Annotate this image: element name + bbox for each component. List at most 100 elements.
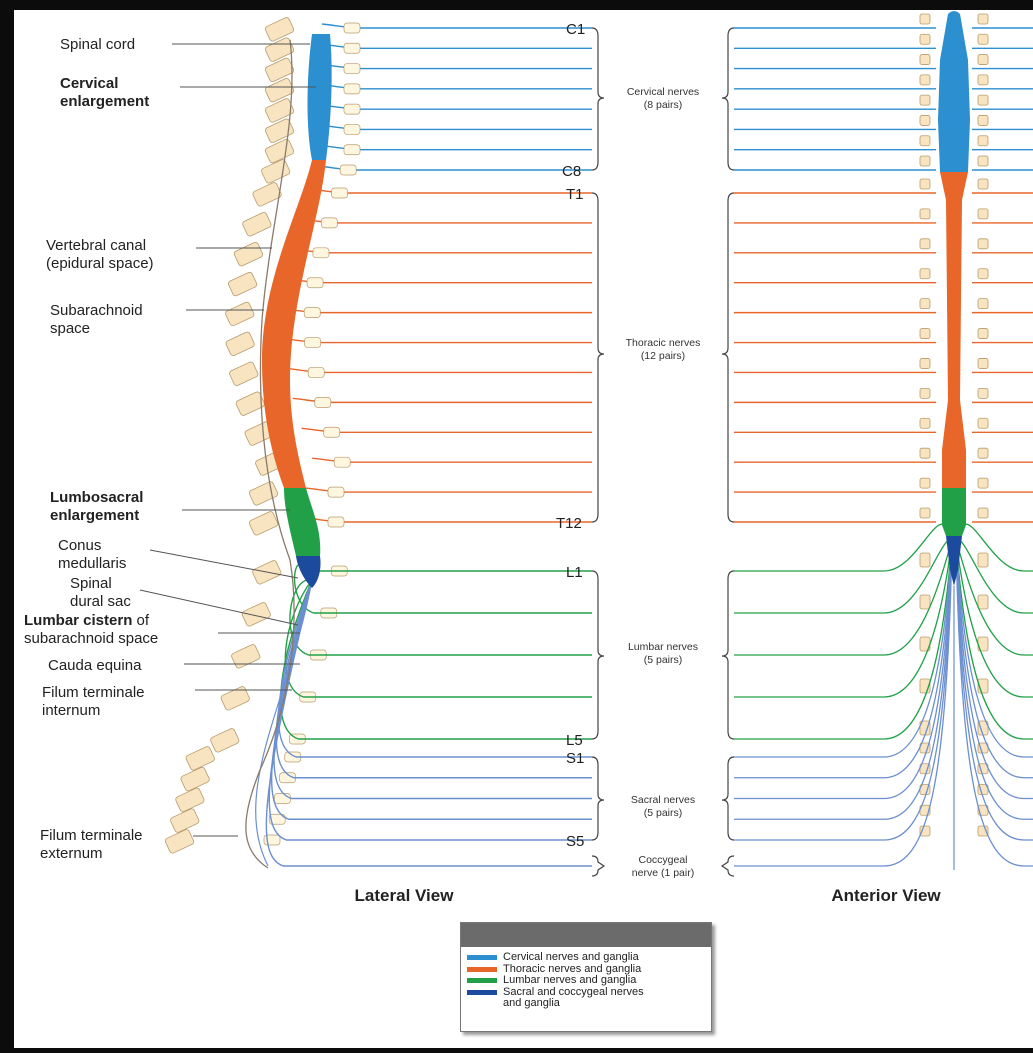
nerve-lateral-thoracic [310, 189, 592, 193]
vertebra-anterior-right [978, 418, 988, 428]
vertebra-lateral [264, 118, 294, 143]
vertebra-anterior-left [920, 209, 930, 219]
label-vertebral-canal-2: (epidural space) [46, 255, 154, 272]
nerve-lateral-thoracic [302, 428, 592, 432]
label-lumbosacral-1: Lumbosacral [50, 489, 143, 506]
vertebra-lateral [227, 271, 257, 296]
vertebra-lateral [229, 361, 259, 386]
ganglion-lateral [307, 278, 323, 288]
nerve-lateral-thoracic [283, 339, 592, 343]
vertebra-lateral [264, 17, 294, 42]
vertebra-lateral [225, 331, 255, 356]
vertebra-anterior-left [920, 75, 930, 85]
vertebra-lateral [248, 511, 278, 536]
label-spinal-cord: Spinal cord [60, 36, 135, 53]
label-filum-externum-1: Filum terminale [40, 827, 143, 844]
cauda-root-anterior-right [956, 524, 1033, 571]
level-t12: T12 [556, 515, 582, 532]
cauda-root-lateral [272, 580, 592, 819]
vertebra-lateral [231, 644, 261, 669]
bracket-coccygeal-right [592, 856, 604, 876]
ganglion-lateral [305, 338, 321, 348]
label-lumbar-cistern-1: Lumbar cistern of [24, 612, 150, 629]
nerve-lateral-cervical [322, 24, 592, 28]
group-cervical-2: (8 pairs) [644, 99, 683, 111]
vertebra-anterior-left [920, 55, 930, 65]
bracket-lumbar-right [592, 571, 604, 739]
ganglion-lateral [344, 124, 360, 134]
ganglion-lateral [315, 397, 331, 407]
label-conus-2: medullaris [58, 555, 126, 572]
ganglion-lateral [344, 84, 360, 94]
cauda-root-anterior-left [734, 540, 952, 613]
ganglion-lateral [324, 427, 340, 437]
vertebra-lateral [248, 481, 278, 506]
level-t1: T1 [566, 186, 584, 203]
nerve-lateral-cervical [318, 166, 592, 170]
cauda-root-anterior-left [734, 540, 952, 739]
vertebra-anterior-left [920, 269, 930, 279]
bracket-cervical-left [722, 28, 734, 170]
level-c1: C1 [566, 21, 585, 38]
vertebra-anterior-left [920, 115, 930, 125]
vertebra-anterior-left [920, 595, 930, 609]
cauda-root-lateral [281, 580, 592, 739]
label-filum-internum-2: internum [42, 702, 100, 719]
nerve-lateral-thoracic [293, 398, 592, 402]
ganglion-lateral [344, 145, 360, 155]
legend-item: Cervical nerves and ganglia [467, 952, 705, 964]
vertebra-lateral [241, 602, 271, 627]
legend-list: Cervical nerves and gangliaThoracic nerv… [461, 947, 711, 1015]
vertebra-anterior-right [978, 34, 988, 44]
vertebra-lateral [264, 138, 294, 163]
cord-lumbar [284, 488, 320, 556]
legend-label: Cervical nerves and ganglia [503, 952, 639, 964]
nerve-lateral-cervical [322, 146, 592, 150]
cord-cervical [308, 34, 332, 160]
legend-label: Lumbar nerves and ganglia [503, 975, 636, 987]
level-s5: S5 [566, 833, 584, 850]
group-coccygeal-2: nerve (1 pair) [632, 867, 694, 879]
label-dural-sac-1: Spinal [70, 575, 112, 592]
ganglion-lateral [340, 165, 356, 175]
legend-item: Lumbar nerves and ganglia [467, 975, 705, 987]
vertebra-lateral [261, 159, 291, 184]
vertebra-anterior-left [920, 34, 930, 44]
vertebra-anterior-left [920, 136, 930, 146]
label-lumbar-cistern-2: subarachnoid space [24, 630, 158, 647]
ganglion-lateral [321, 218, 337, 228]
vertebra-anterior-left [920, 329, 930, 339]
legend-swatch [467, 967, 497, 972]
group-lumbar-2: (5 pairs) [644, 654, 683, 666]
cauda-root-lateral [279, 580, 592, 757]
bracket-thoracic-right [592, 193, 604, 522]
vertebra-anterior-left [920, 508, 930, 518]
vertebra-anterior-left [920, 418, 930, 428]
level-s1: S1 [566, 750, 584, 767]
vertebra-lateral [220, 686, 250, 711]
label-cervical-enlargement-1: Cervical [60, 75, 118, 92]
level-labels: C1 C8 T1 T12 L1 L5 S1 S5 [556, 21, 585, 850]
group-labels: Cervical nerves (8 pairs) Thoracic nerve… [626, 86, 701, 879]
cauda-root-anterior-left [734, 540, 952, 840]
label-subarachnoid-2: space [50, 320, 90, 337]
ganglion-lateral [313, 248, 329, 258]
nerve-lateral-cervical [322, 105, 592, 109]
cauda-root-anterior-left [734, 540, 952, 866]
nerve-lateral-thoracic [282, 309, 592, 313]
legend-swatch [467, 978, 497, 983]
vertebra-lateral [170, 808, 200, 833]
vertebra-lateral [242, 211, 272, 236]
label-cervical-enlargement-2: enlargement [60, 93, 149, 110]
ganglion-lateral [332, 188, 348, 198]
ganglion-lateral [344, 104, 360, 114]
legend-swatch [467, 990, 497, 995]
vertebra-anterior-right [978, 478, 988, 488]
cauda-root-anterior-left [734, 540, 952, 655]
nerve-lateral-cervical [322, 125, 592, 129]
legend-header [461, 923, 711, 947]
bracket-cervical-right [592, 28, 604, 170]
nerve-lateral-thoracic [299, 219, 592, 223]
vertebra-lateral [164, 829, 194, 854]
